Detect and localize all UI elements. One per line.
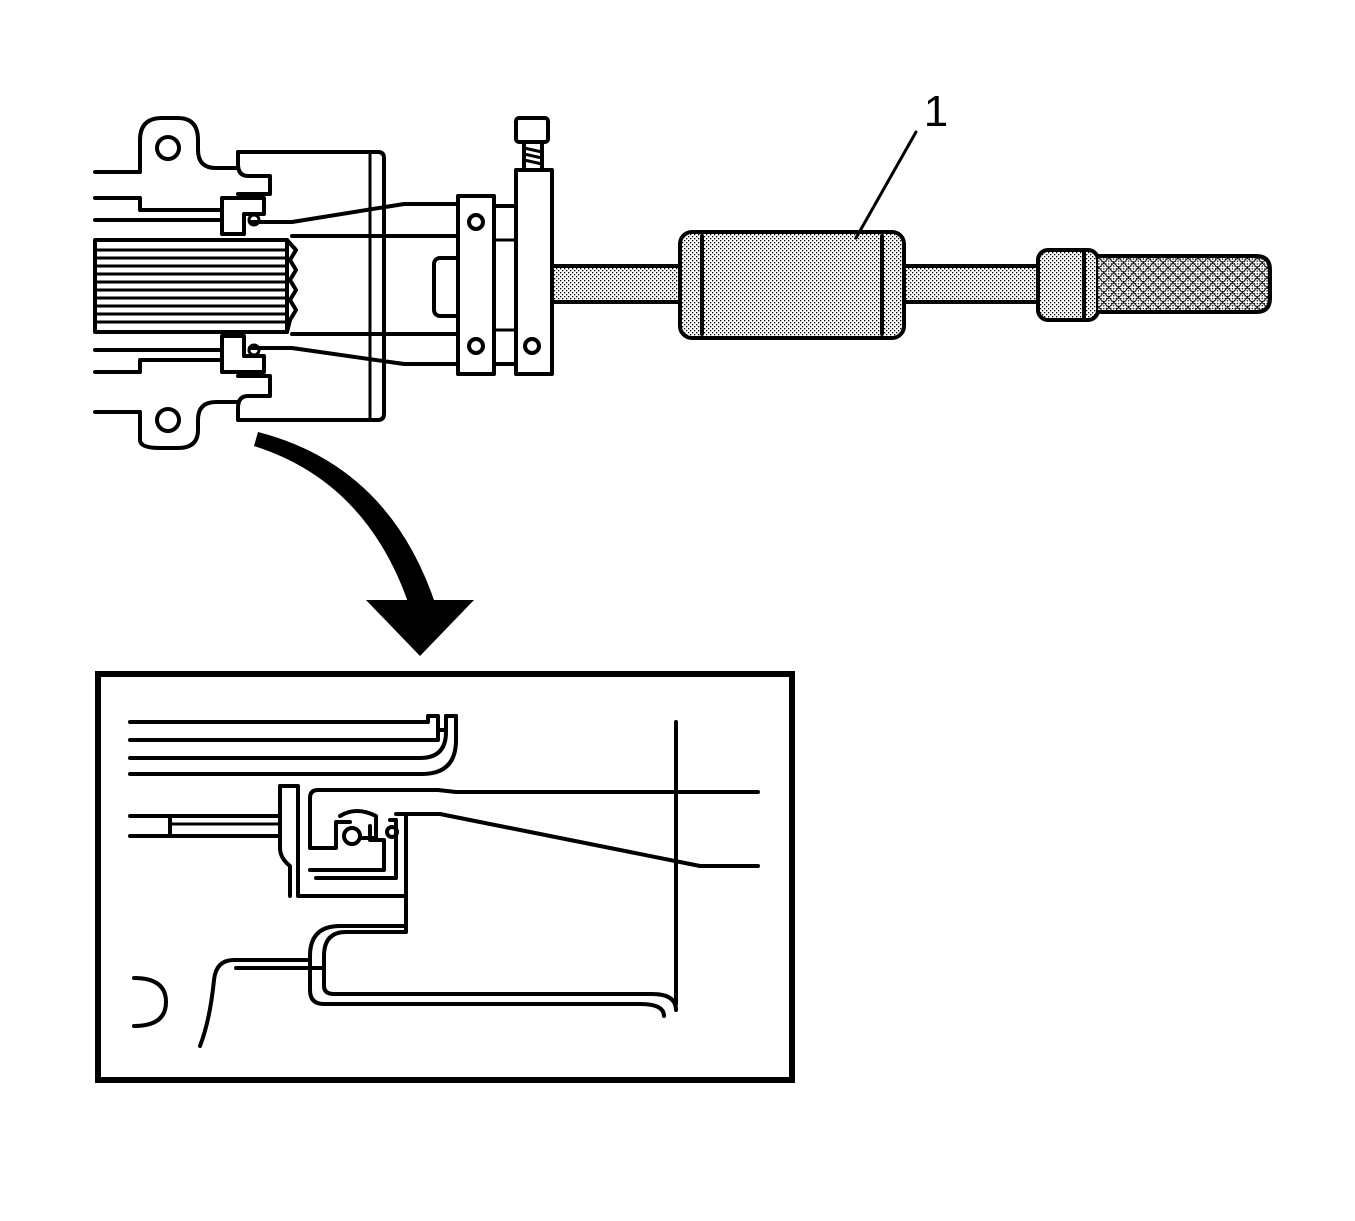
detail-arrow: [254, 432, 474, 656]
bolt-hole: [155, 135, 181, 161]
bolt-hole: [155, 407, 181, 433]
puller-jaws: [248, 202, 462, 366]
callout-label: 1: [924, 87, 948, 136]
adjusting-bolt: [514, 116, 550, 172]
splined-shaft: [93, 238, 298, 334]
callout-1: 1: [854, 87, 948, 240]
oil-seal: [220, 196, 266, 374]
puller-adapter: [432, 168, 554, 376]
housing: [93, 116, 386, 450]
detail-inset: [95, 671, 795, 1083]
callout-leader-line: [854, 130, 918, 240]
slide-hammer: [550, 230, 1272, 340]
